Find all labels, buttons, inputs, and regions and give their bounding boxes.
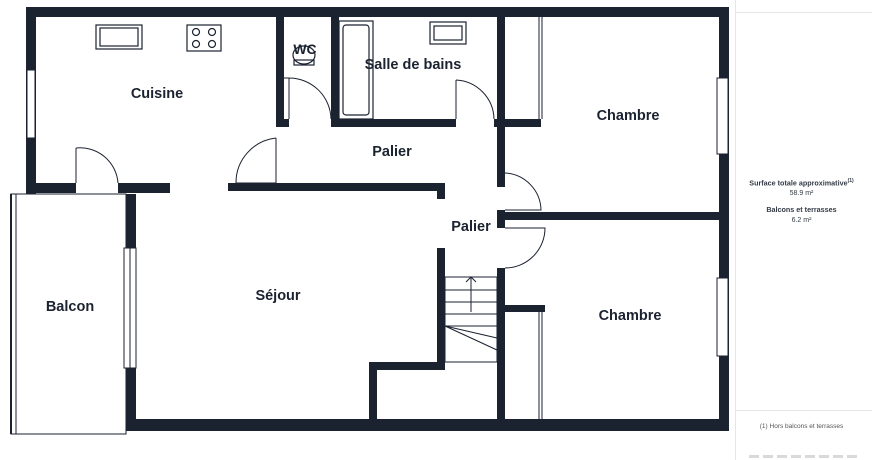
- kitchen-sink: [95, 24, 143, 50]
- balcony-surface-value: 6.2 m²: [791, 217, 812, 225]
- toilet: [292, 45, 316, 65]
- cooktop: [186, 24, 222, 52]
- total-surface-note: (1): [847, 178, 854, 184]
- bathroom-fixtures: [292, 20, 467, 120]
- label-wc: WC: [293, 41, 316, 57]
- balcony-area: [10, 193, 127, 435]
- kitchen-fixtures: [95, 24, 222, 52]
- windows: [26, 69, 729, 369]
- room-labels: Cuisine WC Salle de bains Chambre Palier…: [46, 41, 662, 324]
- doors: [75, 17, 546, 419]
- faint-footer-text: [749, 455, 859, 458]
- panel-top-rule: [735, 12, 872, 13]
- total-surface-label: Surface totale approximative(1): [749, 178, 854, 188]
- interior-walls: [228, 17, 719, 431]
- label-palier-1: Palier: [372, 144, 412, 160]
- surface-summary: Surface totale approximative(1) 58.9 m² …: [735, 176, 868, 232]
- total-surface-value: 58.9 m²: [789, 190, 814, 198]
- balcony-surface-label: Balcons et terrasses: [766, 205, 837, 215]
- bathtub: [338, 20, 374, 120]
- label-salle-de-bains: Salle de bains: [365, 57, 462, 73]
- label-chambre-2: Chambre: [599, 308, 662, 324]
- label-balcon: Balcon: [46, 299, 94, 315]
- label-palier-2: Palier: [451, 219, 491, 235]
- surface-panel: Surface totale approximative(1) 58.9 m² …: [735, 0, 872, 460]
- surface-footnote: (1) Hors balcons et terrasses: [759, 423, 844, 430]
- staircase: [444, 276, 498, 363]
- label-chambre-1: Chambre: [597, 108, 660, 124]
- bathroom-sink: [429, 21, 467, 45]
- panel-bottom-rule: [735, 410, 872, 411]
- label-sejour: Séjour: [255, 288, 300, 304]
- panel-divider: [735, 0, 736, 460]
- label-cuisine: Cuisine: [131, 86, 183, 102]
